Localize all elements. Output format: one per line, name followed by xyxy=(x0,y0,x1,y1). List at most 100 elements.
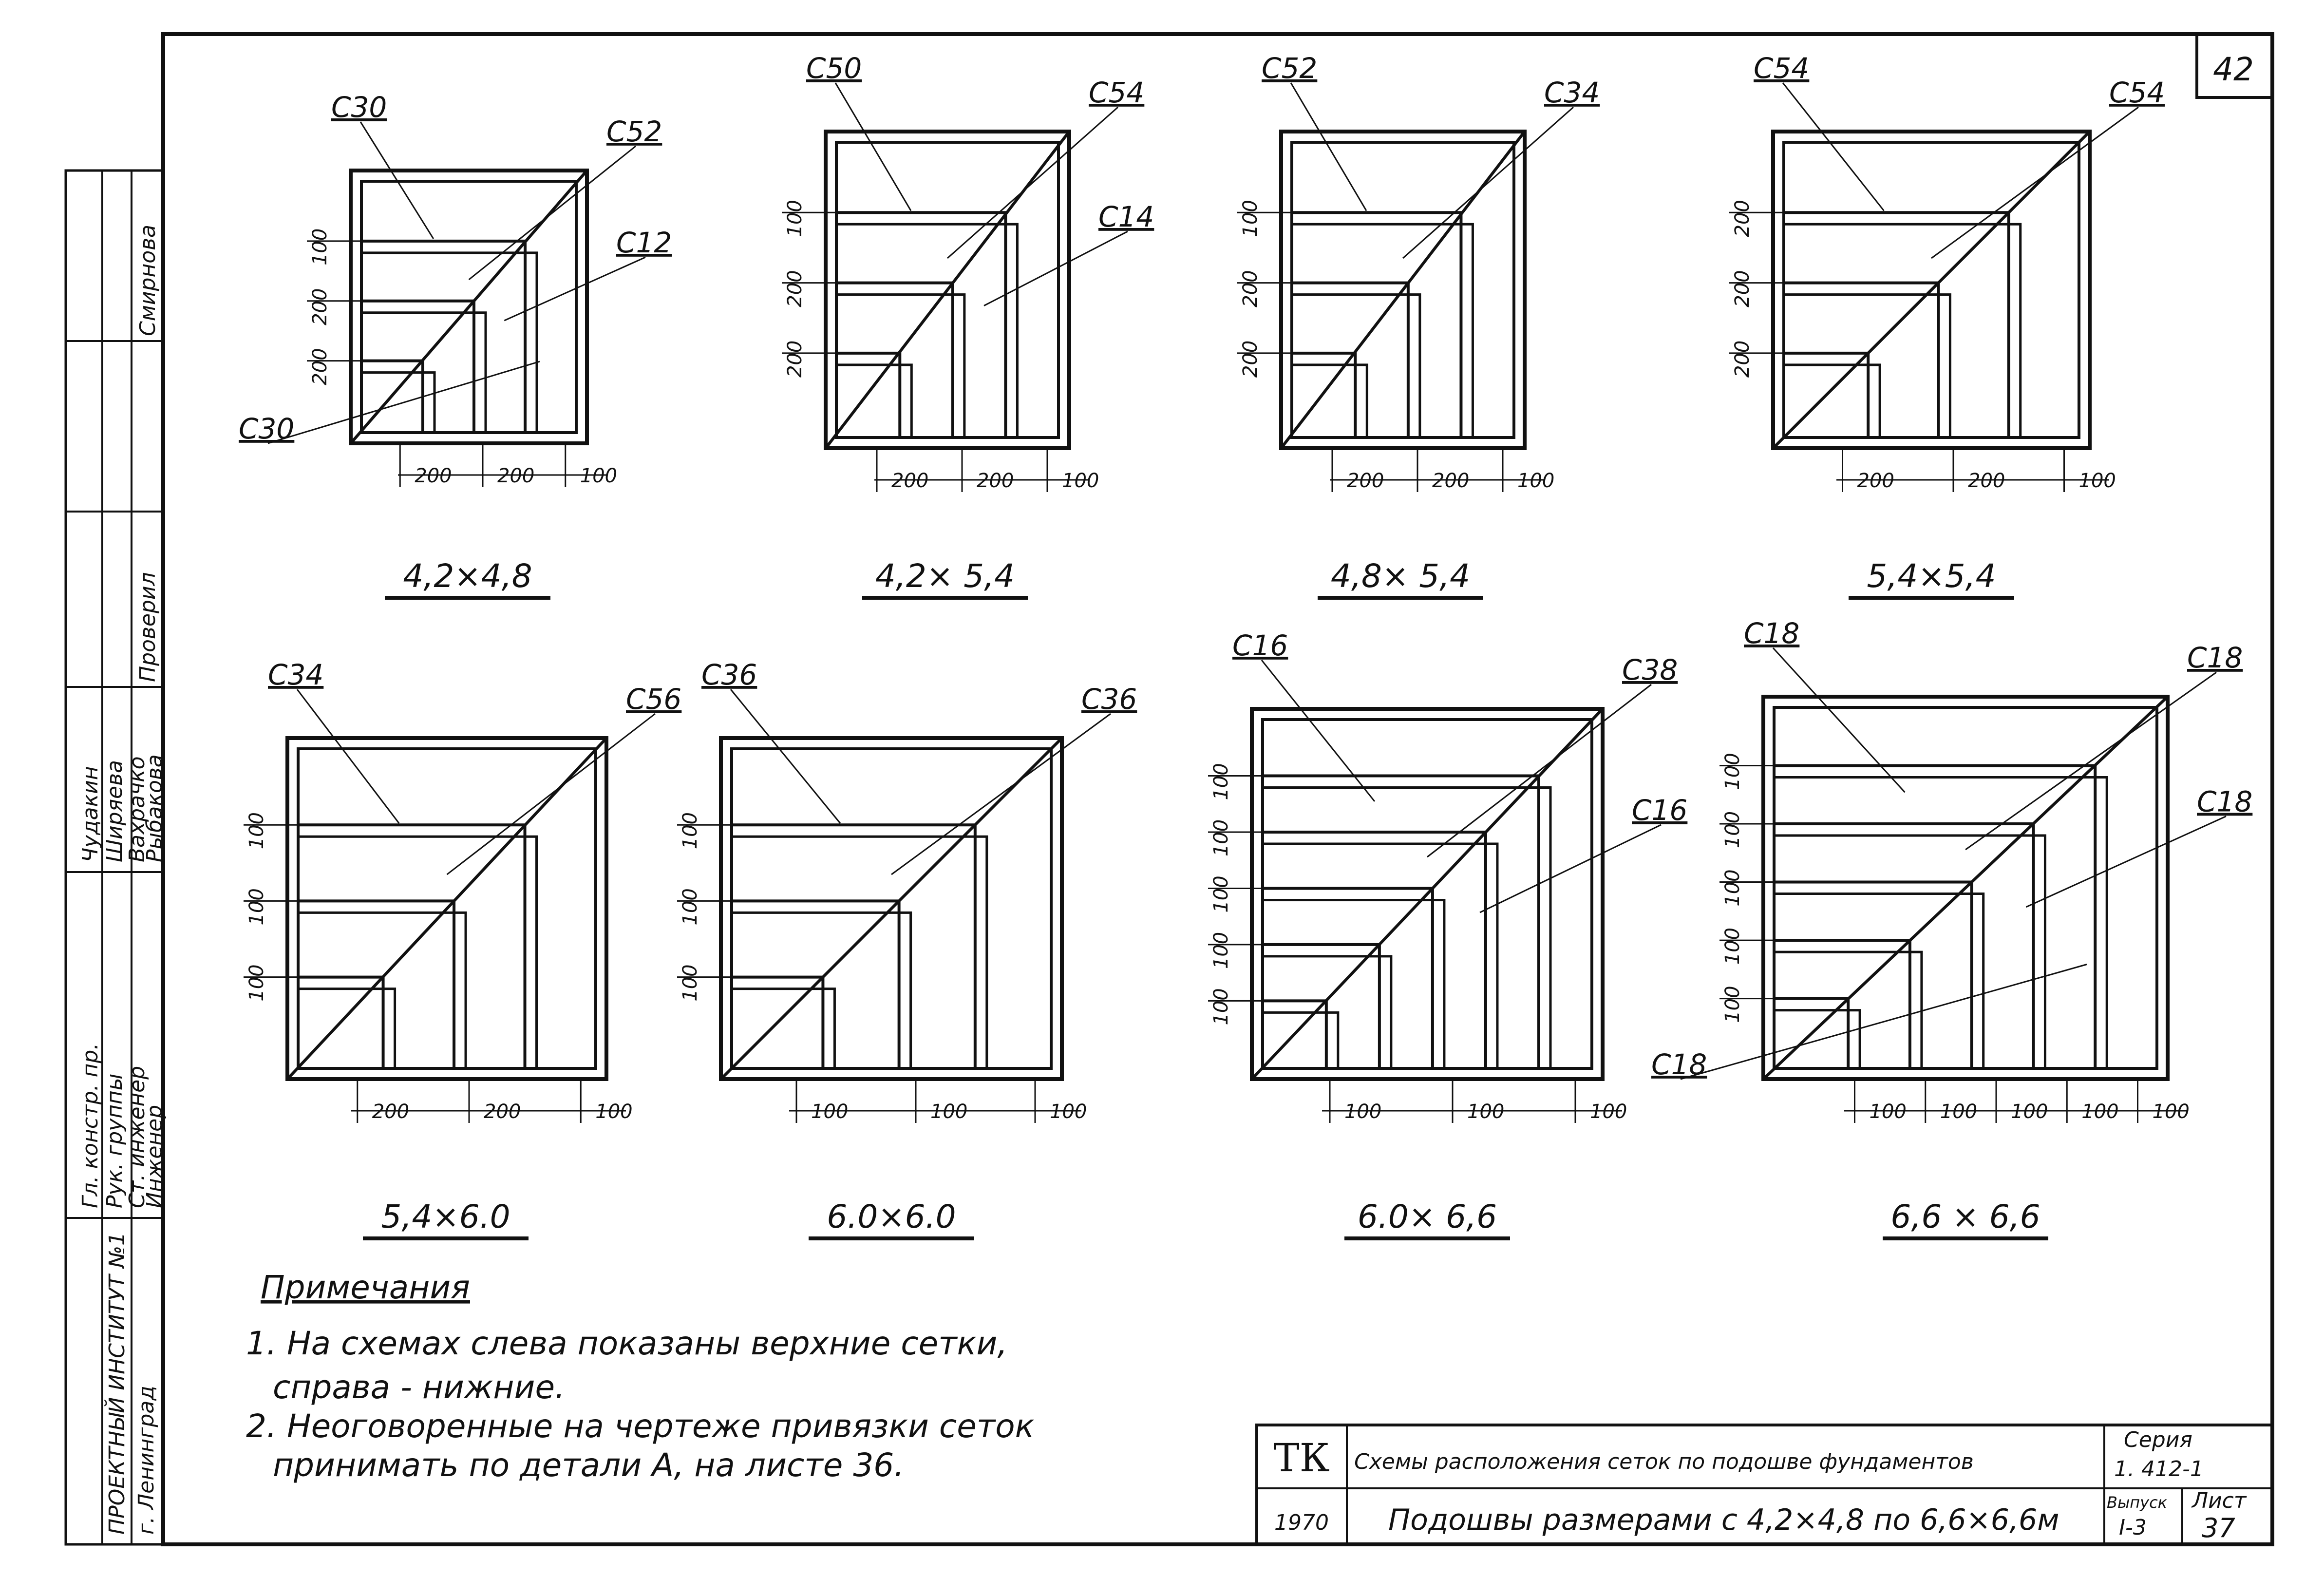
mark-leader xyxy=(504,256,646,322)
scheme-diagonal xyxy=(719,737,1063,1081)
sheet-value: 37 xyxy=(2202,1513,2235,1543)
size-caption: 6,6 × 6,6 xyxy=(1890,1198,2040,1235)
dim-bottom-label: 200 xyxy=(1432,470,1469,492)
mark-leader xyxy=(1402,106,1574,259)
notes-line-3: 2. Неоговоренные на чертеже привязки сет… xyxy=(246,1407,1035,1445)
mesh-line xyxy=(1784,351,1870,437)
dim-left-label: 100 xyxy=(784,200,806,237)
dim-bottom-label: 100 xyxy=(595,1101,632,1123)
mesh-line-offset xyxy=(1292,293,1421,437)
scheme-diagonal xyxy=(1762,695,2169,1081)
mark-leader xyxy=(834,82,912,211)
mark-leader xyxy=(267,361,540,444)
mark-leader xyxy=(947,106,1118,259)
title-sub: Подошвы размерами с 4,2×4,8 по 6,6×6,6м xyxy=(1388,1503,2059,1537)
mesh-line xyxy=(361,359,424,433)
dim-left-label: 100 xyxy=(1210,763,1232,800)
mark-leader xyxy=(891,713,1111,875)
mesh-line-offset xyxy=(1292,223,1474,437)
dim-left-label: 100 xyxy=(679,888,701,925)
stamp-role-2: Рук. группы xyxy=(102,1074,127,1208)
size-caption: 4,2×4,8 xyxy=(403,557,532,595)
mesh-line xyxy=(732,823,977,1068)
dim-bottom-label: 100 xyxy=(2153,1101,2190,1123)
scheme-outer-frame xyxy=(1279,130,1527,450)
mark-leader xyxy=(2025,816,2227,908)
mesh-line-offset xyxy=(836,293,966,437)
dim-left-label: 100 xyxy=(1210,819,1232,856)
mesh-line-offset xyxy=(836,363,913,437)
issue-value: I-3 xyxy=(2119,1515,2147,1540)
notes-line-1: 1. На схемах слева показаны верхние сетк… xyxy=(246,1325,1007,1362)
dim-left-label: 100 xyxy=(1210,932,1232,969)
mesh-mark-label: С54 xyxy=(1754,52,1809,85)
mesh-line-offset xyxy=(1263,1011,1340,1068)
scheme-diagonal xyxy=(349,170,588,444)
mesh-line-offset xyxy=(1292,363,1368,437)
mesh-mark-label: С12 xyxy=(616,226,672,259)
dim-left-label: 100 xyxy=(1721,753,1744,790)
dim-left-label: 100 xyxy=(246,888,268,925)
stamp-checked-role: Проверил xyxy=(135,572,160,682)
issue-label: Выпуск xyxy=(2107,1493,2168,1512)
mesh-line xyxy=(1774,997,1850,1068)
mesh-line-offset xyxy=(836,223,1019,437)
mesh-mark-label: С52 xyxy=(606,115,662,148)
mesh-line-offset xyxy=(298,911,467,1068)
dim-left-label: 100 xyxy=(1210,988,1232,1025)
mesh-line-offset xyxy=(361,251,538,433)
mesh-line xyxy=(836,351,902,437)
scheme-inner-frame xyxy=(835,141,1060,439)
mesh-line-offset xyxy=(732,911,912,1068)
mark-leader xyxy=(1479,824,1662,913)
sheet-number: 42 xyxy=(2213,51,2254,88)
mesh-line-offset xyxy=(1263,842,1499,1068)
mesh-mark-label: С18 xyxy=(1744,617,1799,650)
mesh-mark-label: С36 xyxy=(701,658,757,691)
dim-bottom-label: 100 xyxy=(2079,470,2116,492)
mesh-line xyxy=(1774,880,1973,1068)
dim-left-label: 100 xyxy=(1210,875,1232,912)
mark-leader xyxy=(1782,82,1885,211)
size-caption: 6.0×6.0 xyxy=(827,1198,956,1235)
scheme-inner-frame xyxy=(730,747,1053,1070)
mesh-line-offset xyxy=(361,371,436,433)
mesh-mark-label: С16 xyxy=(1232,629,1288,662)
size-caption: 5,4×5,4 xyxy=(1867,557,1996,595)
dim-bottom-label: 100 xyxy=(1344,1101,1381,1123)
scheme-diagonal xyxy=(824,131,1071,449)
dim-bottom-label: 200 xyxy=(1968,470,2005,492)
mesh-mark-label: С30 xyxy=(239,412,294,445)
stamp-name-1: Чудакин xyxy=(78,766,103,862)
dim-bottom-label: 200 xyxy=(497,465,534,487)
scheme-inner-frame xyxy=(1290,141,1515,439)
size-caption: 4,8× 5,4 xyxy=(1331,557,1470,595)
scheme-outer-frame xyxy=(824,130,1071,450)
dim-bottom-label: 100 xyxy=(1050,1101,1087,1123)
mark-leader xyxy=(1261,660,1376,802)
dim-left-label: 200 xyxy=(1731,341,1754,378)
stamp-role-4: Инженер xyxy=(142,1105,167,1208)
dim-bottom-label: 100 xyxy=(1467,1101,1504,1123)
dim-bottom-label: 100 xyxy=(580,465,617,487)
mesh-line-offset xyxy=(1774,776,2108,1068)
notes-line-2: справа - нижние. xyxy=(273,1368,565,1406)
dim-left-label: 100 xyxy=(1721,986,1744,1023)
mesh-line-offset xyxy=(361,311,487,433)
mesh-line xyxy=(361,239,527,433)
mesh-line-offset xyxy=(298,988,397,1068)
dim-left-label: 200 xyxy=(309,348,331,385)
title-code: ТК xyxy=(1273,1435,1329,1481)
mark-leader xyxy=(730,689,841,824)
dim-bottom-label: 200 xyxy=(977,470,1014,492)
dim-left-label: 200 xyxy=(1239,270,1262,307)
scheme-diagonal xyxy=(1250,707,1604,1081)
mesh-mark-label: С18 xyxy=(1651,1048,1707,1081)
stamp-name-4: Рыбакова xyxy=(142,754,167,862)
